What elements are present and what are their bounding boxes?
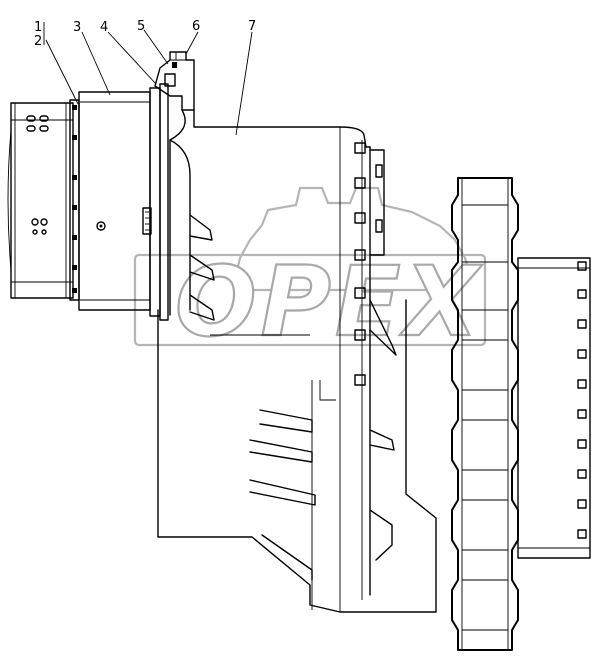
hub-bolts [577,261,587,539]
callout-5: 5 [137,19,145,34]
leader-line-4 [107,31,157,85]
leader-line-6 [185,31,199,55]
leader-line-7 [235,31,253,136]
gearbox-housing [157,109,437,613]
callouts: 1 2 3 4 5 6 7 [34,19,256,136]
callout-6: 6 [192,19,200,34]
end-cover [7,99,80,301]
callout-7: 7 [248,19,256,34]
watermark-text: OPEX [175,246,483,358]
watermark: OPEX [133,186,487,359]
callout-4: 4 [100,20,108,35]
watermark-gear [234,186,472,292]
callout-1: 1 [34,20,42,35]
sprocket [451,177,519,651]
motor-housing [78,83,169,321]
leader-line-2 [45,39,79,105]
leader-line-3 [81,31,111,96]
callout-2: 2 [34,34,42,49]
callout-3: 3 [73,20,81,35]
housing-lugs [354,142,366,386]
output-hub [517,257,591,559]
leader-line-5 [143,29,169,65]
